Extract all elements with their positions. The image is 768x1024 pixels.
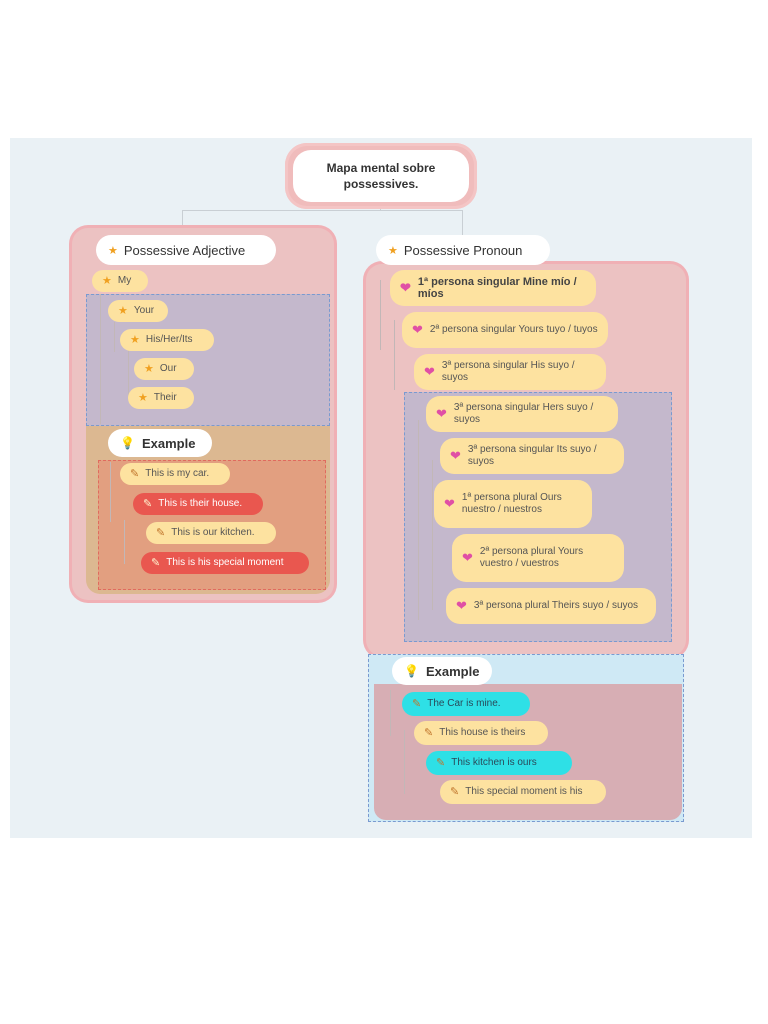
central-topic-label: Mapa mental sobre possessives. [293,150,469,202]
tree-line [380,280,381,350]
pencil-icon: ✎ [151,557,161,569]
pencil-icon: ✎ [436,757,446,769]
example-label: This is our kitchen. [171,527,255,538]
heart-icon: ❤ [462,550,473,565]
pronoun-example-heading[interactable]: 💡 Example [392,657,492,685]
item-label: 3ª persona singular Hers suyo / suyos [453,402,594,425]
heart-icon: ❤ [424,364,435,379]
central-topic[interactable]: Mapa mental sobre possessives. [285,143,477,209]
example-label: The Car is mine. [427,698,501,709]
adjective-item-our[interactable]: ★ Our [134,358,194,380]
star-icon: ★ [144,363,154,375]
tree-line [404,730,405,794]
star-icon: ★ [118,305,128,317]
pronoun-example-3[interactable]: ✎ This kitchen is ours [426,751,572,775]
tree-line [432,460,433,610]
item-label: 3ª persona plural Theirs suyo / suyos [473,600,639,611]
right-branch-connector [462,210,463,236]
pencil-icon: ✎ [412,698,422,710]
left-branch-connector [182,210,183,232]
pronoun-item-5[interactable]: ❤ 3ª persona singular Its suyo / suyos [440,438,624,474]
pencil-icon: ✎ [424,727,434,739]
pronoun-item-7[interactable]: ❤ 2ª persona plural Yours vuestro / vuest… [452,534,624,582]
adjective-example-3[interactable]: ✎ This is our kitchen. [146,522,276,544]
tree-line [418,420,419,620]
heart-icon: ❤ [436,406,447,421]
pronoun-item-8[interactable]: ❤ 3ª persona plural Theirs suyo / suyos [446,588,656,624]
pronoun-example-4[interactable]: ✎ This special moment is his [440,780,606,804]
item-label: Their [153,392,177,403]
star-icon: ★ [102,275,112,287]
adjective-example-heading[interactable]: 💡 Example [108,429,212,457]
root-connector [182,210,462,211]
pronoun-item-6[interactable]: ❤ 1ª persona plural Ours nuestro / nuestr… [434,480,592,528]
star-icon: ★ [108,244,118,257]
possessive-adjective-heading[interactable]: ★ Possessive Adjective [96,235,276,265]
tree-line [124,520,125,564]
heart-icon: ❤ [444,496,455,511]
adjective-example-4[interactable]: ✎ This is his special moment [141,552,309,574]
item-label: Your [133,305,155,316]
lightbulb-icon: 💡 [404,664,419,678]
adjective-item-their[interactable]: ★ Their [128,387,194,409]
pencil-icon: ✎ [143,498,153,510]
pronoun-item-4[interactable]: ❤ 3ª persona singular Hers suyo / suyos [426,396,618,432]
item-label: 3ª persona singular His suyo / suyos [441,360,575,383]
possessive-pronoun-heading[interactable]: ★ Possessive Pronoun [376,235,550,265]
item-label: 1ª persona singular Mine mío / míos [417,276,577,300]
pronoun-item-2[interactable]: ❤ 2ª persona singular Yours tuyo / tuyos [402,312,608,348]
heart-icon: ❤ [456,598,467,613]
item-label: 2ª persona plural Yours vuestro / vuestr… [479,546,584,569]
heart-icon: ❤ [450,448,461,463]
heading-label: Possessive Adjective [123,242,246,258]
pencil-icon: ✎ [450,786,460,798]
pencil-icon: ✎ [130,468,140,480]
example-label: This kitchen is ours [451,757,537,768]
pronoun-example-1[interactable]: ✎ The Car is mine. [402,692,530,716]
tree-line [114,322,115,352]
tree-line [128,350,129,400]
tree-line [390,690,391,736]
tree-line [394,320,395,390]
example-heading-label: Example [141,435,196,451]
example-heading-label: Example [425,663,480,679]
lightbulb-icon: 💡 [120,436,135,450]
pronoun-item-1[interactable]: ❤ 1ª persona singular Mine mío / míos [390,270,596,306]
example-label: This house is theirs [439,727,526,738]
heart-icon: ❤ [412,322,423,337]
item-label: 1ª persona plural Ours nuestro / nuestro… [461,492,562,515]
example-label: This is my car. [145,468,210,479]
tree-line [110,462,111,522]
item-label: 2ª persona singular Yours tuyo / tuyos [429,324,598,335]
item-label: His/Her/Its [145,334,193,345]
star-icon: ★ [388,244,398,257]
heading-label: Possessive Pronoun [403,242,523,258]
item-label: My [117,275,132,286]
example-label: This is his special moment [166,557,284,568]
star-icon: ★ [138,392,148,404]
pronoun-item-3[interactable]: ❤ 3ª persona singular His suyo / suyos [414,354,606,390]
adjective-item-his-her-its[interactable]: ★ His/Her/Its [120,329,214,351]
example-label: This special moment is his [465,786,583,797]
adjective-example-2[interactable]: ✎ This is their house. [133,493,263,515]
adjective-item-your[interactable]: ★ Your [108,300,168,322]
adjective-example-1[interactable]: ✎ This is my car. [120,463,230,485]
tree-line [100,294,101,424]
pronoun-example-2[interactable]: ✎ This house is theirs [414,721,548,745]
item-label: 3ª persona singular Its suyo / suyos [467,444,597,467]
pencil-icon: ✎ [156,527,166,539]
heart-icon: ❤ [400,280,411,295]
adjective-item-my[interactable]: ★ My [92,270,148,292]
example-label: This is their house. [158,498,243,509]
star-icon: ★ [130,334,140,346]
item-label: Our [159,363,177,374]
